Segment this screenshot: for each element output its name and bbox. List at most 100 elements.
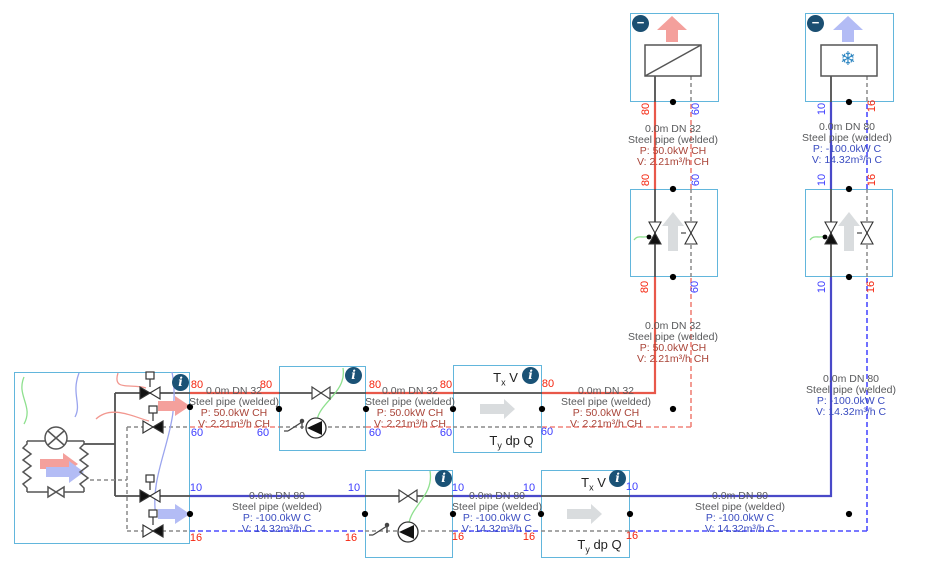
- ch-return-pipe[interactable]: [190, 102, 692, 428]
- temp-label: 60: [439, 427, 453, 439]
- dpq-symbol: dp Q: [505, 433, 534, 448]
- wire-node: [822, 234, 828, 240]
- temp-label: 80: [640, 102, 652, 116]
- pipe-label-c: 0.0m DN 80 Steel pipe (welded) P: -100.0…: [806, 374, 896, 418]
- pipe-flow: V: 2.21m³/h CH: [570, 418, 642, 430]
- temp-label: 16: [344, 532, 358, 544]
- pipe-label-c: 0.0m DN 80 Steel pipe (welded) P: -100.0…: [802, 122, 892, 166]
- pipe-material: Steel pipe (welded): [628, 331, 718, 343]
- temp-label: 16: [865, 280, 877, 294]
- condenser-coil: [78, 441, 90, 492]
- actuator-icon: [148, 509, 158, 518]
- cooling-consumer-symbol[interactable]: [820, 44, 878, 77]
- control-wires: [21, 234, 828, 524]
- temp-label: 10: [189, 482, 203, 494]
- pipe-label-ch: 0.0m DN 32 Steel pipe (welded) P: 50.0kW…: [628, 124, 718, 168]
- heating-consumer-symbol[interactable]: [644, 44, 702, 77]
- pipe-label-c: 0.0m DN 80 Steel pipe (welded) P: -100.0…: [695, 491, 785, 535]
- temp-label: 10: [347, 482, 361, 494]
- motor-valve-icon: [151, 523, 164, 539]
- ch-supply-pipe[interactable]: [190, 102, 657, 395]
- warm-flow-arrow-right: [158, 396, 190, 416]
- pipe-label-ch: 0.0m DN 32 Steel pipe (welded) P: 50.0kW…: [365, 386, 455, 430]
- snowflake-icon: ❄: [840, 49, 856, 70]
- t-sub-y: y: [497, 440, 502, 451]
- temp-label: 60: [540, 426, 554, 438]
- pipe-material: Steel pipe (welded): [452, 501, 542, 513]
- flow-arrows: [40, 16, 863, 524]
- temp-label: 16: [189, 532, 203, 544]
- temp-label: 60: [256, 427, 270, 439]
- wire-node: [646, 234, 652, 240]
- pipe-size: 0.0m DN 32: [577, 385, 635, 397]
- info-icon[interactable]: i: [435, 470, 452, 487]
- pipe-power: P: -100.0kW C: [812, 143, 882, 155]
- temp-label: 16: [522, 531, 536, 543]
- pipe-size: 0.0m DN 80: [818, 121, 876, 133]
- pipe-power: P: -100.0kW C: [705, 512, 775, 524]
- internal-dashed-pipes: [90, 76, 868, 532]
- pipe-size: 0.0m DN 32: [381, 385, 439, 397]
- temp-label: 16: [866, 173, 878, 187]
- actuator-icon: [148, 405, 158, 414]
- minus-icon[interactable]: −: [807, 15, 824, 32]
- dpq-symbol: dp Q: [593, 537, 622, 552]
- check-valve-icon[interactable]: [284, 418, 390, 536]
- t-sub-x: x: [589, 482, 594, 493]
- red-wire: [95, 411, 150, 422]
- pipe-size: 0.0m DN 32: [205, 385, 263, 397]
- pipe-material: Steel pipe (welded): [806, 384, 896, 396]
- temp-label: 80: [640, 173, 652, 187]
- pipe-flow: V: 2.21m³/h CH: [637, 156, 709, 168]
- temp-label: 80: [639, 280, 651, 294]
- block-heat-pump[interactable]: [14, 372, 190, 544]
- t-symbol: T: [577, 537, 586, 552]
- pipe-power: P: 50.0kW CH: [376, 407, 444, 419]
- motor-valve-icon: [151, 419, 164, 435]
- pipe-material: Steel pipe (welded): [189, 396, 279, 408]
- balancing-valve-icon[interactable]: [681, 221, 874, 245]
- pipe-power: P: -100.0kW C: [242, 512, 312, 524]
- minus-icon[interactable]: −: [632, 15, 649, 32]
- blue-wire: [74, 372, 80, 418]
- info-icon[interactable]: i: [609, 470, 626, 487]
- temp-label: 16: [866, 99, 878, 113]
- t-symbol: T: [489, 433, 498, 448]
- c-supply-pipe[interactable]: [190, 102, 833, 498]
- refrigerant-circuit-symbol[interactable]: [21, 426, 90, 499]
- pump-icon[interactable]: [305, 417, 419, 543]
- shutoff-valve-icon[interactable]: [311, 385, 418, 504]
- connection-nodes: [186, 98, 853, 518]
- pipe-flow: V: 14.32m³/h C: [461, 523, 533, 535]
- green-wire: [809, 235, 825, 241]
- consumer-control-valve-icon[interactable]: [648, 221, 838, 245]
- pipe-power: P: 50.0kW CH: [200, 407, 268, 419]
- pipe-material: Steel pipe (welded): [232, 501, 322, 513]
- pipe-flow: V: 2.21m³/h CH: [198, 418, 270, 430]
- t-symbol: T: [493, 370, 502, 385]
- temp-label: 10: [625, 481, 639, 493]
- temp-label: 16: [625, 530, 639, 542]
- pipe-label-ch: 0.0m DN 32 Steel pipe (welded) P: 50.0kW…: [628, 321, 718, 365]
- evaporator-coil: [21, 441, 33, 492]
- pipe-label-ch: 0.0m DN 32 Steel pipe (welded) P: 50.0kW…: [561, 386, 651, 430]
- gray-flow-arrow-right: [480, 399, 515, 419]
- c-return-pipe[interactable]: [190, 102, 868, 532]
- info-icon[interactable]: i: [345, 367, 362, 384]
- pipe-flow: V: 2.21m³/h CH: [637, 353, 709, 365]
- t-symbol: T: [581, 475, 590, 490]
- info-icon[interactable]: i: [172, 374, 189, 391]
- pipe-flow: V: 2.21m³/h CH: [374, 418, 446, 430]
- temp-label: 80: [541, 378, 555, 390]
- pipe-material: Steel pipe (welded): [628, 134, 718, 146]
- internal-pipes: [84, 76, 868, 532]
- info-icon[interactable]: i: [522, 367, 539, 384]
- motor-valve-icon: [139, 488, 152, 504]
- green-wire: [21, 376, 28, 425]
- green-wire: [633, 235, 649, 241]
- heat-pump-valves: [139, 371, 164, 539]
- pipe-size: 0.0m DN 80: [711, 490, 769, 502]
- measurement-top-label: Tx V: [453, 370, 550, 388]
